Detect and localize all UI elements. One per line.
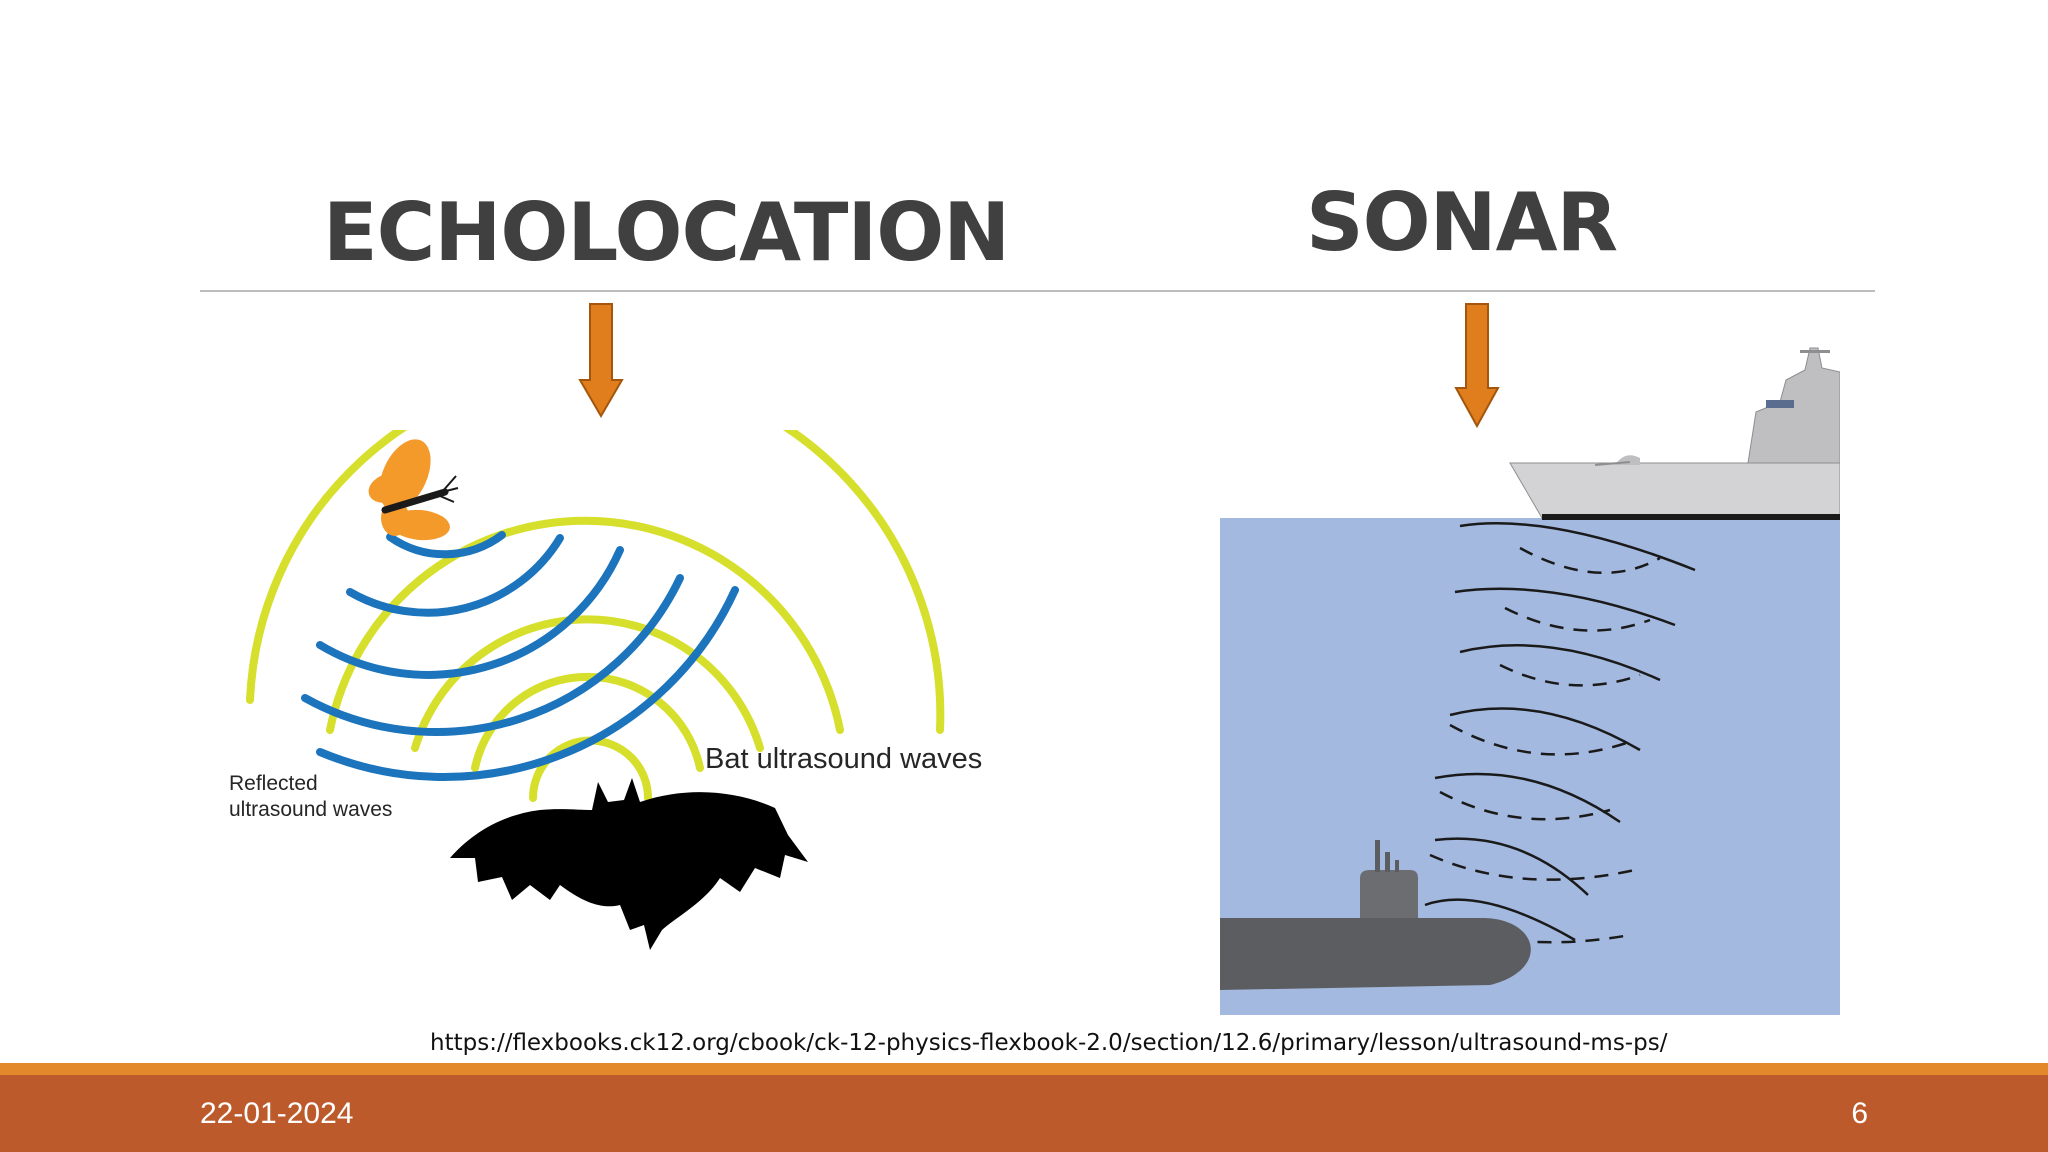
reflected-label-line1: Reflected [229, 772, 318, 795]
echolocation-figure: Bat ultrasound waves Reflected ultrasoun… [229, 430, 982, 950]
down-arrow-icon [1454, 303, 1500, 429]
down-arrow-icon [578, 303, 624, 418]
reflected-label-line2: ultrasound waves [229, 798, 392, 821]
bat-ultrasound-label: Bat ultrasound waves [705, 743, 982, 775]
bat-icon [450, 778, 808, 950]
sonar-title: SONAR [1306, 176, 1618, 269]
footer-bar: 22-01-2024 6 [0, 1075, 2048, 1152]
bat-ultrasound-waves [246, 430, 945, 802]
submarine-icon [1220, 840, 1531, 990]
moth-icon [368, 439, 459, 541]
source-url[interactable]: https://flexbooks.ck12.org/cbook/ck-12-p… [430, 1030, 1668, 1056]
ship-icon [1509, 347, 1840, 520]
footer-stripe [0, 1063, 2048, 1075]
footer-date: 22-01-2024 [200, 1097, 354, 1130]
echolocation-title: ECHOLOCATION [323, 186, 1010, 279]
title-divider [200, 290, 1875, 292]
page-number: 6 [1851, 1097, 1868, 1130]
reflected-ultrasound-waves [301, 531, 739, 781]
sonar-figure [1220, 347, 1840, 1015]
